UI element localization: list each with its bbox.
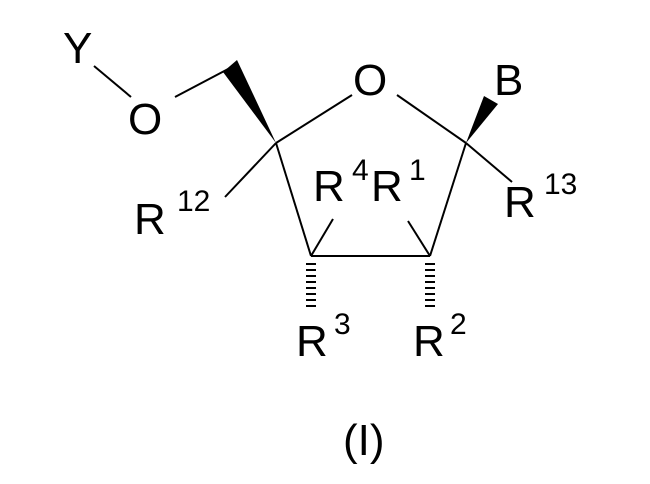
substituent-r3-superscript: 3 <box>334 308 351 341</box>
bond-oring-c1 <box>397 95 466 143</box>
substituent-r12-superscript: 12 <box>177 185 210 218</box>
atom-label-o-ether: O <box>128 95 162 144</box>
formula-caption: (I) <box>343 416 385 465</box>
bond-c4-r12 <box>225 143 276 197</box>
substituent-r12-letter: R <box>134 195 166 244</box>
atom-label-b: B <box>494 56 523 105</box>
bond-c2-r1 <box>408 221 430 256</box>
bond-c1-r13 <box>466 143 512 182</box>
bond-c4-oring <box>276 95 352 143</box>
hashed-bond-c3-r3 <box>306 264 316 306</box>
atom-label-o-ring: O <box>353 56 387 105</box>
bond-o-ch2 <box>175 68 230 97</box>
substituent-r2-superscript: 2 <box>450 308 467 341</box>
substituent-r1-letter: R <box>371 162 403 211</box>
substituent-r2-letter: R <box>413 317 445 366</box>
substituent-r4-superscript: 4 <box>352 154 369 187</box>
bond-c1-c2 <box>430 143 466 256</box>
substituent-r13-superscript: 13 <box>544 168 577 201</box>
wedge-bond-c4-ch2 <box>223 60 276 143</box>
bond-y-o <box>94 66 131 97</box>
atom-label-y: Y <box>63 24 92 73</box>
substituent-r3-letter: R <box>296 317 328 366</box>
bond-c3-r4 <box>311 219 333 256</box>
hashed-bond-c2-r2 <box>425 264 435 306</box>
bond-c4-c3 <box>276 143 311 256</box>
substituent-r4-letter: R <box>313 162 345 211</box>
substituent-r1-superscript: 1 <box>409 154 426 187</box>
substituent-r13-letter: R <box>504 178 536 227</box>
